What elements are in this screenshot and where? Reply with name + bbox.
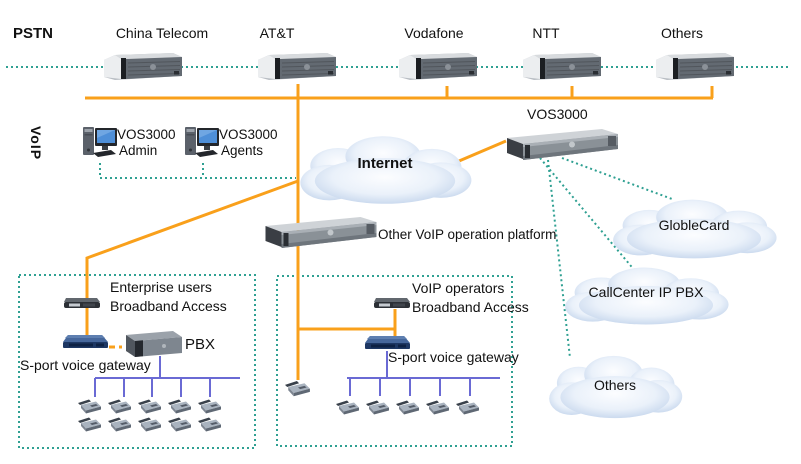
other-platform-rack-server-icon (262, 215, 378, 249)
carrier-label-ntt: NTT (532, 25, 560, 41)
carrier-label-china-telecom: China Telecom (115, 25, 209, 41)
phone-icon (138, 414, 162, 432)
workstation-agents-label-line1: VOS3000 (219, 127, 278, 142)
operator-gateway-label: S-port voice gateway (388, 349, 519, 365)
vos3000-rack-server-icon (504, 127, 619, 161)
phone-icon (168, 414, 192, 432)
carrier-drop-lines (445, 86, 714, 98)
workstation-links (99, 163, 296, 179)
enterprise-box-border (18, 274, 256, 449)
phone-icon (78, 414, 102, 432)
enterprise-gateway-label: S-port voice gateway (20, 357, 151, 373)
operator-broadband-label: Broadband Access (412, 299, 529, 315)
workstation-admin-label-line2: Admin (119, 143, 158, 158)
phone-icon (336, 397, 360, 415)
carrier-server-icon (655, 52, 735, 82)
others-cloud-label: Others (593, 377, 636, 393)
pstn-label: PSTN (13, 25, 54, 42)
desktop-pc-icon (184, 126, 220, 160)
phone-icon (198, 396, 222, 414)
workstation-admin-label-line1: VOS3000 (117, 127, 176, 142)
phone-icon (396, 397, 420, 415)
vos-globlecard-link (561, 157, 673, 200)
operator-phone-bus (347, 351, 500, 396)
workstation-agents-label-line2: Agents (221, 143, 264, 158)
desktop-pc-icon (82, 126, 118, 160)
others-cloud: Others (545, 352, 685, 422)
carrier-label-att: AT&T (259, 25, 295, 41)
carrier-label-others: Others (660, 25, 703, 41)
operator-feed-line (298, 309, 397, 340)
voice-gateway-icon (62, 334, 108, 350)
enterprise-title-line2: Broadband Access (110, 298, 227, 314)
voip-label: VoIP (28, 126, 44, 161)
globlecard-label: GlobleCard (658, 217, 730, 233)
phone-icon (198, 414, 222, 432)
globlecard-cloud: GlobleCard (608, 196, 780, 262)
phone-icon (168, 396, 192, 414)
carrier-label-vodafone: Vodafone (404, 25, 464, 41)
carrier-server-icon (522, 52, 602, 82)
callcenter-cloud: CallCenter IP PBX (560, 264, 732, 328)
broadband-modem-icon (373, 296, 411, 310)
phone-icon (285, 377, 311, 397)
enterprise-phone-bus (94, 356, 240, 397)
internet-label: Internet (357, 155, 413, 172)
carrier-server-icon (257, 52, 337, 82)
vos-others-link (547, 159, 571, 359)
phone-icon (456, 397, 480, 415)
phone-icon (108, 414, 132, 432)
vos3000-label: VOS3000 (527, 106, 588, 122)
internet-cloud: Internet (295, 132, 475, 208)
pbx-icon (121, 330, 183, 358)
broadband-modem-icon (63, 296, 101, 310)
phone-icon (138, 396, 162, 414)
phone-icon (426, 397, 450, 415)
pbx-label: PBX (185, 336, 216, 353)
operator-box-border (276, 275, 513, 447)
cloud-vos-link (451, 139, 507, 166)
carrier-server-icon (103, 52, 183, 82)
other-platform-label: Other VoIP operation platform (378, 227, 557, 242)
phone-icon (366, 397, 390, 415)
operator-title: VoIP operators (412, 280, 505, 296)
carrier-server-icon (398, 52, 478, 82)
enterprise-title-line1: Enterprise users (110, 279, 212, 295)
phone-icon (78, 396, 102, 414)
phone-icon (108, 396, 132, 414)
enterprise-feed-line (85, 179, 299, 338)
callcenter-label: CallCenter IP PBX (588, 284, 704, 300)
